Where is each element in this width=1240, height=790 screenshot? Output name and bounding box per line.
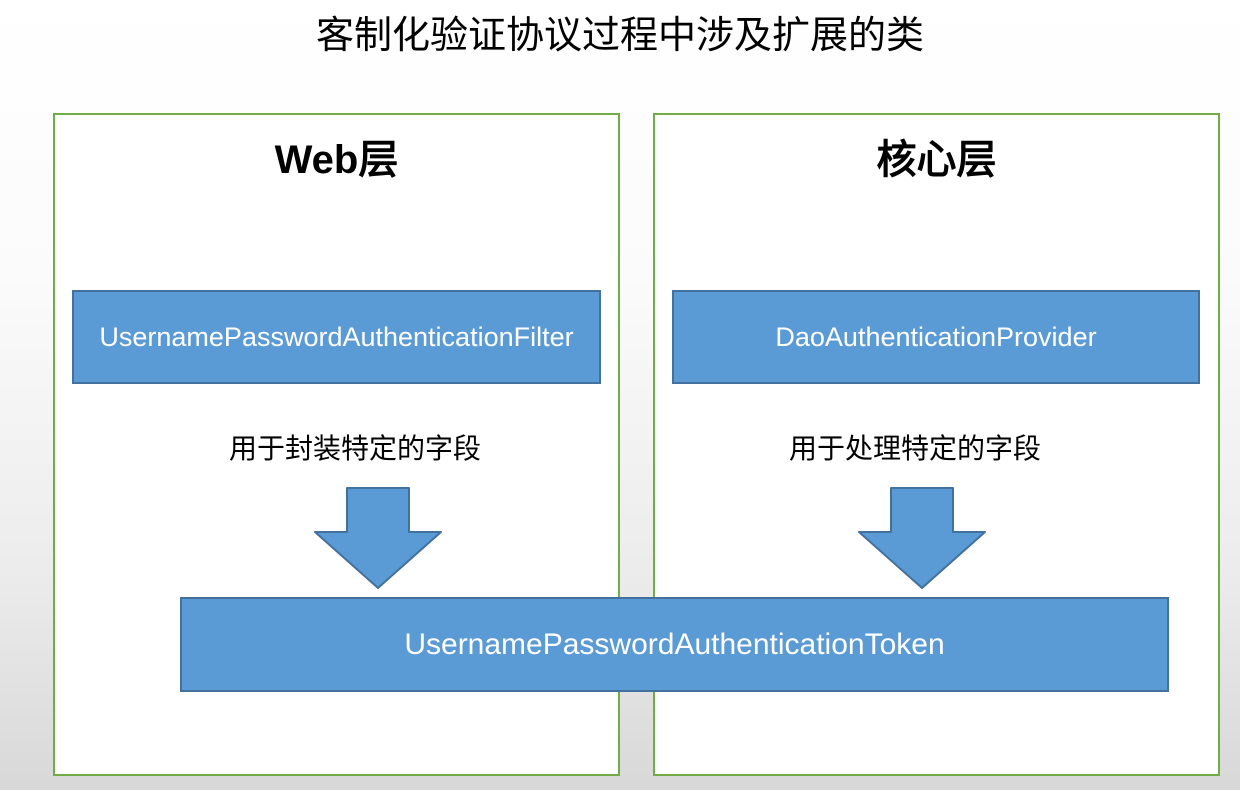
username-password-authentication-filter-box: UsernamePasswordAuthenticationFilter: [72, 290, 601, 384]
class-box-label: UsernamePasswordAuthenticationFilter: [99, 321, 574, 352]
username-password-authentication-token-box: UsernamePasswordAuthenticationToken: [180, 597, 1169, 692]
web-layer-heading: Web层: [274, 138, 399, 182]
down-arrow-icon: [313, 487, 443, 590]
down-arrow-icon: [857, 487, 987, 590]
core-layer-caption: 用于处理特定的字段: [788, 433, 1041, 464]
web-layer-caption: 用于封装特定的字段: [228, 433, 481, 464]
core-layer-heading: 核心层: [876, 138, 997, 182]
token-box-label: UsernamePasswordAuthenticationToken: [404, 627, 945, 661]
dao-authentication-provider-box: DaoAuthenticationProvider: [672, 290, 1200, 384]
slide-title: 客制化验证协议过程中涉及扩展的类: [315, 15, 924, 57]
class-box-label: DaoAuthenticationProvider: [775, 321, 1097, 352]
